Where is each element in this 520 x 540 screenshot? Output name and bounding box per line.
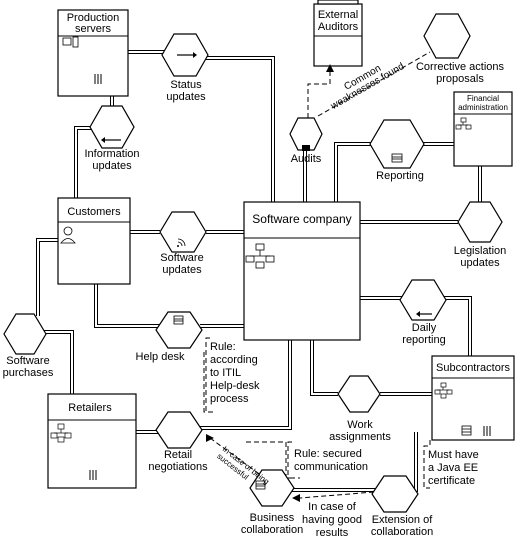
org-chart-icon: [455, 117, 472, 130]
rule-secured-annotation: Rule: secured communication: [287, 441, 368, 479]
extension-of-collaboration-label-1: Extension of: [372, 514, 433, 526]
software-updates-label-2: updates: [162, 264, 202, 276]
financial-administration-node[interactable]: Financial administration: [453, 91, 513, 167]
rss-icon: [177, 238, 186, 247]
business-collaboration-label-1: Business: [250, 512, 295, 524]
rule-itil-line-5: process: [210, 393, 249, 405]
financial-administration-label-2: administration: [458, 103, 508, 112]
information-updates-process[interactable]: Information updates: [84, 105, 140, 172]
business-collaboration-process[interactable]: Business collaboration: [241, 469, 303, 536]
document-stack-icon: [391, 153, 403, 163]
server-icon: [62, 36, 79, 48]
information-updates-label-1: Information: [84, 148, 139, 160]
audits-process[interactable]: Audits: [289, 117, 323, 165]
java-ee-line-3: certificate: [428, 475, 475, 487]
arrowheads: [206, 64, 334, 502]
status-updates-process[interactable]: Status updates: [161, 33, 209, 103]
software-updates-label-1: Software: [160, 252, 203, 264]
person-icon: [60, 226, 76, 244]
software-updates-process[interactable]: Software updates: [159, 211, 207, 276]
software-purchases-label-1: Software: [6, 355, 49, 367]
daily-reporting-process[interactable]: Daily reporting: [399, 279, 447, 346]
document-stack-icon: [302, 145, 310, 151]
rule-itil-line-4: Help-desk: [210, 380, 260, 392]
software-purchases-label-2: purchases: [3, 367, 54, 379]
information-updates-label-2: updates: [92, 160, 132, 172]
bars-icon: [94, 74, 102, 84]
production-servers-node[interactable]: Production servers: [57, 9, 129, 97]
rule-itil-line-3: to ITIL: [210, 367, 241, 379]
retail-negotiations-label-1: Retail: [164, 449, 192, 461]
document-icon: [255, 480, 266, 490]
java-ee-line-1: Must have: [428, 449, 479, 461]
corrective-actions-label-2: proposals: [436, 73, 484, 85]
financial-administration-label-1: Financial: [467, 94, 499, 103]
reporting-process[interactable]: Reporting: [369, 119, 425, 182]
pipe-connectors: [36, 50, 482, 492]
external-auditors-label-2: Auditors: [318, 21, 359, 33]
corrective-actions-process[interactable]: Corrective actions proposals: [416, 13, 505, 85]
work-assignments-process[interactable]: Work assignments: [329, 375, 391, 443]
org-chart-icon: [50, 423, 72, 443]
org-chart-icon: [434, 382, 453, 399]
org-chart-icon: [245, 243, 275, 269]
bars-icon: [483, 426, 491, 436]
left-arrow-icon: [416, 311, 432, 317]
status-updates-label-2: updates: [166, 91, 206, 103]
extension-of-collaboration-process[interactable]: Extension of collaboration: [371, 475, 433, 538]
document-stack-icon: [461, 425, 472, 436]
rule-itil-line-2: according: [210, 354, 258, 366]
good-results-line-3: results: [316, 527, 349, 539]
right-arrow-icon: [177, 52, 197, 58]
good-results-line-1: In case of: [308, 501, 357, 513]
work-assignments-label-1: Work: [347, 419, 373, 431]
rule-itil-line-1: Rule:: [210, 341, 236, 353]
legislation-updates-label-1: Legislation: [454, 245, 507, 257]
software-company-label: Software company: [252, 212, 351, 226]
left-arrow-icon: [101, 137, 121, 143]
production-servers-label-1: Production: [67, 12, 120, 24]
bars-icon: [89, 470, 97, 480]
status-updates-label-1: Status: [170, 79, 202, 91]
software-company-node[interactable]: Software company: [243, 201, 361, 341]
customers-label: Customers: [67, 206, 121, 218]
retail-negotiations-label-2: negotiations: [148, 461, 208, 473]
business-collaboration-label-2: collaboration: [241, 524, 303, 536]
subcontractors-label: Subcontractors: [436, 362, 510, 374]
external-auditors-label-1: External: [318, 9, 358, 21]
daily-reporting-label-2: reporting: [402, 334, 445, 346]
retailers-node[interactable]: Retailers: [47, 393, 137, 489]
subcontractors-node[interactable]: Subcontractors: [431, 355, 515, 441]
retail-negotiations-process[interactable]: Retail negotiations: [148, 411, 208, 473]
rule-secured-line-1: Rule: secured: [294, 448, 362, 460]
rule-itil-annotation: Rule: according to ITIL Help-desk proces…: [205, 337, 260, 413]
reporting-label: Reporting: [376, 170, 424, 182]
work-assignments-label-2: assignments: [329, 431, 391, 443]
java-ee-annotation: Must have a Java EE certificate: [423, 440, 479, 489]
retailers-label: Retailers: [68, 402, 112, 414]
rule-secured-line-2: communication: [294, 461, 368, 473]
external-auditors-node[interactable]: External Auditors: [313, 0, 363, 67]
extension-of-collaboration-label-2: collaboration: [371, 526, 433, 538]
customers-node[interactable]: Customers: [57, 197, 131, 285]
document-icon: [173, 315, 184, 325]
good-results-line-2: having good: [302, 514, 362, 526]
java-ee-line-2: a Java EE: [428, 462, 478, 474]
software-purchases-process[interactable]: Software purchases: [3, 313, 54, 379]
legislation-updates-label-2: updates: [460, 257, 500, 269]
corrective-actions-label-1: Corrective actions: [416, 61, 505, 73]
help-desk-process[interactable]: Help desk: [136, 311, 203, 363]
pipe-inner: [37, 51, 481, 491]
daily-reporting-label-1: Daily: [412, 322, 437, 334]
good-results-annotation: In case of having good results: [302, 501, 362, 539]
audits-label: Audits: [291, 153, 322, 165]
legislation-updates-process[interactable]: Legislation updates: [454, 201, 507, 269]
help-desk-label: Help desk: [136, 351, 185, 363]
production-servers-label-2: servers: [75, 23, 112, 35]
